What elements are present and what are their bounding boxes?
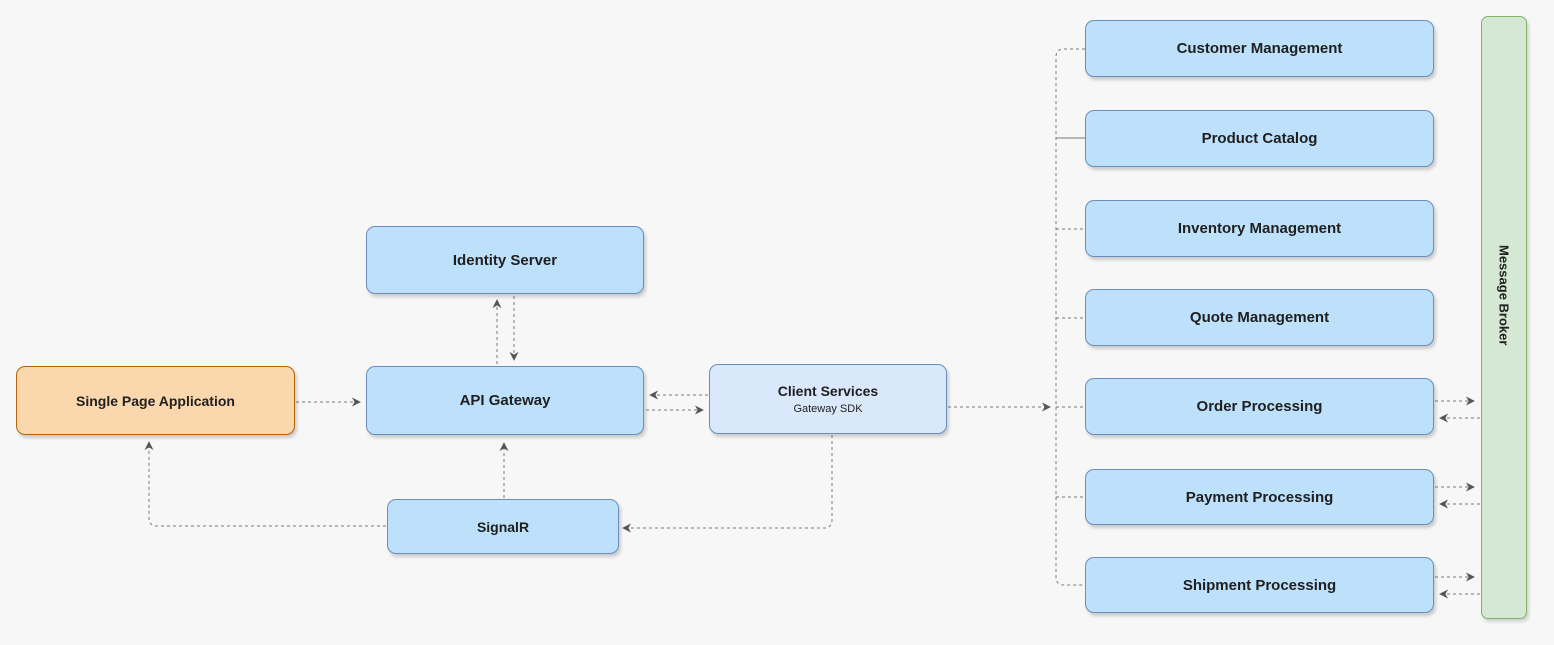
service-label: Inventory Management	[1177, 220, 1342, 237]
identity-server-node[interactable]: Identity Server	[366, 226, 644, 294]
service-label: Product Catalog	[1201, 130, 1318, 147]
single-page-application-node[interactable]: Single Page Application	[16, 366, 295, 435]
signalr-label: SignalR	[476, 518, 530, 535]
client-services-subtitle: Gateway SDK	[793, 403, 863, 415]
client-services-title: Client Services	[777, 383, 879, 399]
message-broker-label: Message Broker	[1496, 245, 1512, 346]
service-inventory-management[interactable]: Inventory Management	[1085, 200, 1434, 257]
service-order-processing[interactable]: Order Processing	[1085, 378, 1434, 435]
client-services-node[interactable]: Client Services Gateway SDK	[709, 364, 947, 434]
service-shipment-processing[interactable]: Shipment Processing	[1085, 557, 1434, 613]
message-broker-node[interactable]: Message Broker	[1481, 16, 1527, 619]
signalr-node[interactable]: SignalR	[387, 499, 619, 554]
service-label: Payment Processing	[1185, 488, 1334, 506]
service-quote-management[interactable]: Quote Management	[1085, 289, 1434, 346]
service-customer-management[interactable]: Customer Management	[1085, 20, 1434, 77]
signalr-to-spa-arrow	[144, 441, 386, 527]
service-label: Customer Management	[1176, 40, 1343, 57]
services-bracket	[1055, 48, 1085, 586]
single-page-application-label: Single Page Application	[76, 392, 235, 409]
service-label: Quote Management	[1189, 309, 1330, 326]
client-to-signalr-arrow	[622, 435, 833, 533]
service-label: Order Processing	[1196, 398, 1323, 415]
service-product-catalog[interactable]: Product Catalog	[1085, 110, 1434, 167]
api-gateway-label: API Gateway	[459, 392, 551, 409]
service-payment-processing[interactable]: Payment Processing	[1085, 469, 1434, 525]
service-label: Shipment Processing	[1182, 576, 1337, 594]
api-gateway-node[interactable]: API Gateway	[366, 366, 644, 435]
identity-server-label: Identity Server	[452, 251, 558, 269]
